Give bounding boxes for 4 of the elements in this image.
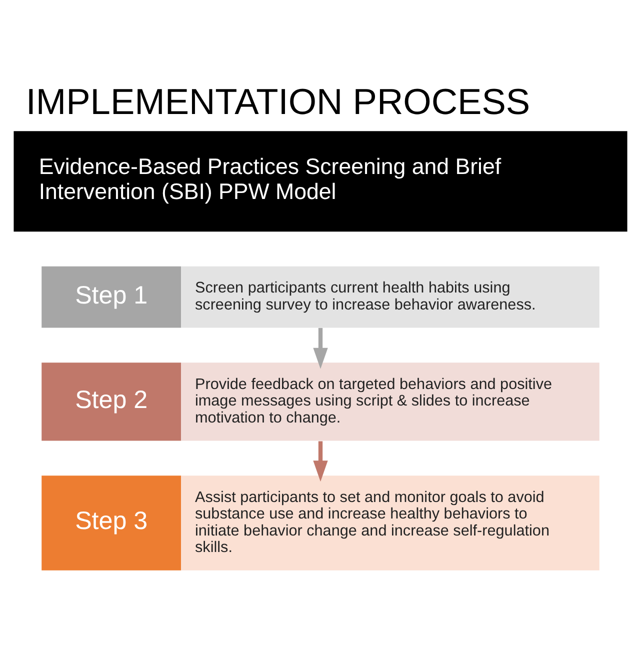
arrow — [313, 327, 328, 368]
node-box: Evidence-Based Practices Screening and Brief Intervention (SBI) PPW Model — [14, 130, 628, 232]
diagram-title: IMPLEMENTATION PROCESS — [26, 80, 530, 122]
arrow — [313, 440, 328, 482]
